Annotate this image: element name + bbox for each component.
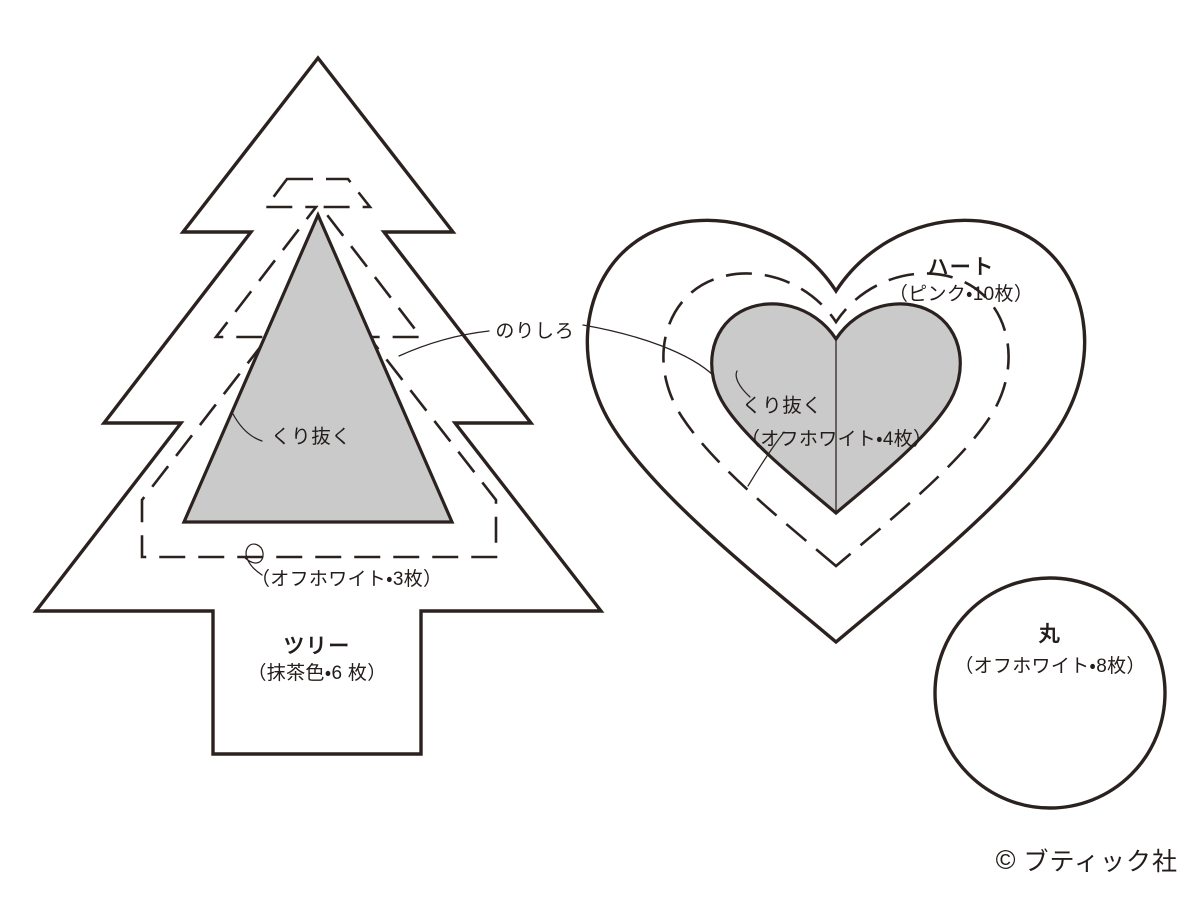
tree-fold-dashed-line: [140, 177, 498, 559]
heart-material-label: （ピンク・10枚）: [888, 284, 1034, 305]
tree-cutout-leader-line: [232, 413, 263, 442]
heart-fold-dashed-line: [662, 272, 1010, 568]
tree-material-label: （抹茶色・6 枚）: [247, 663, 387, 684]
tree-cutout-triangle: [181, 211, 455, 524]
glue-tab-leader-right: [582, 324, 715, 377]
heart-shape-group: [582, 218, 1087, 645]
circle-cut-outline: [933, 576, 1167, 810]
heart-inner-material-leader-line: [747, 431, 785, 487]
heart-cutout-leader-line: [735, 370, 751, 398]
heart-title-label: ハート: [927, 256, 995, 279]
tree-inner-material-label: （オフホワイト・3枚）: [251, 569, 443, 590]
glue-tab-leader-left: [398, 330, 490, 357]
tree-title-label: ツリー: [283, 635, 351, 658]
publisher-name: ブティック社: [1023, 848, 1178, 876]
glue-tab-label: のりしろ: [495, 321, 575, 342]
copyright-icon: ©: [995, 844, 1017, 875]
tree-inner-material-leader-line: [243, 543, 264, 576]
copyright-credit: © ブティック社: [996, 842, 1178, 878]
circle-shape-group: [933, 576, 1167, 810]
circle-title-label: 丸: [1038, 623, 1062, 646]
heart-inner-material-label: （オフホワイト・4枚）: [741, 429, 933, 450]
tree-shape-group: [32, 55, 605, 756]
heart-cutout-label: くり抜く: [742, 395, 823, 417]
tree-cutout-label: くり抜く: [271, 426, 352, 448]
circle-material-label: （オフホワイト・8枚）: [954, 656, 1146, 677]
